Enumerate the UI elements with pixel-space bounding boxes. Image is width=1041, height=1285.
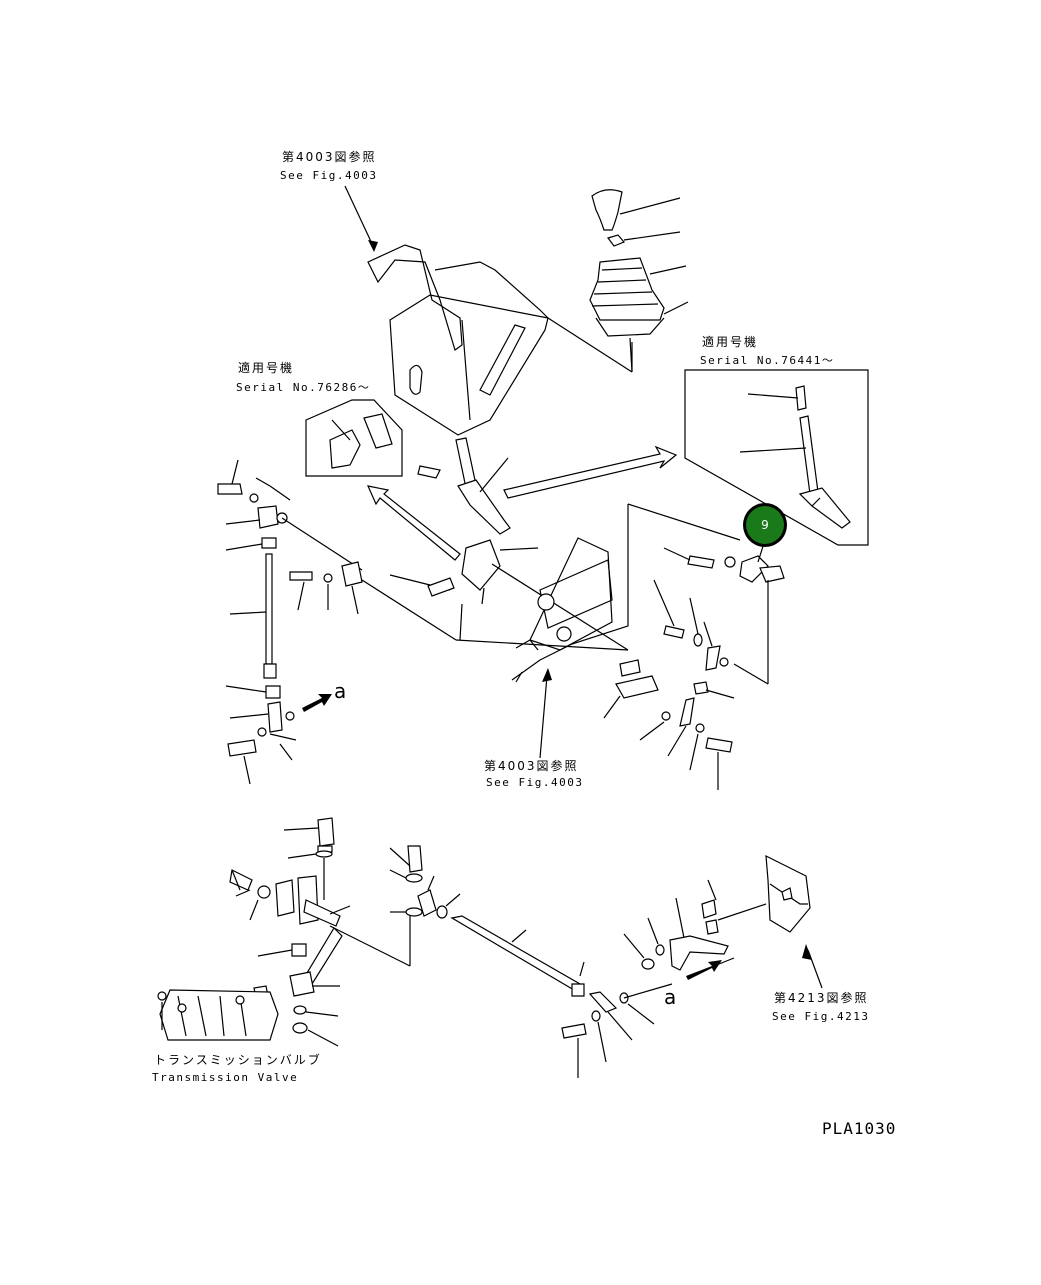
center-bracket [511,503,741,699]
lower-linkage [157,817,811,1078]
serial-right-en: Serial No.76441～ [700,354,834,367]
ref-right-jp: 第4213図参照 [774,990,869,1005]
ref-top-jp: 第4003図参照 [282,149,377,164]
serial-left-box [305,399,403,477]
valve-label-jp: トランスミッションバルブ [154,1052,322,1067]
ref-right-en: See Fig.4213 [772,1010,869,1023]
arrow-a-lower-tail [713,957,735,967]
ref-mid-en: See Fig.4003 [486,776,583,789]
serial-left-en: Serial No.76286～ [236,381,370,394]
ref-top-en: See Fig.4003 [280,169,377,182]
valve-label-en: Transmission Valve [152,1071,298,1084]
ref-mid-jp: 第4003図参照 [484,758,579,773]
ref-mid-leader [539,675,548,759]
ref-top-leader [344,185,375,249]
serial-left-jp: 適用号機 [238,360,294,375]
ref-right-leader [807,949,823,989]
arrow-to-serial-right [503,445,678,499]
figure-code: PLA1030 [822,1119,896,1138]
ref-top-arrowhead [368,240,378,252]
serial-right-box [684,369,869,546]
lever-console [367,244,633,436]
arrow-a-upper-label: a [334,679,346,703]
arrow-a-lower-head [686,960,722,980]
knob-boot-assembly [589,189,689,373]
lever-shaft [389,437,629,651]
serial-right-jp: 適用号機 [702,334,758,349]
ref-mid-arrowhead [542,668,552,682]
ref-right-arrowhead [802,944,812,960]
callout-9-number: 9 [761,518,769,532]
arrow-a-lower-label: a [664,985,676,1009]
callout-9-badge[interactable] [746,506,784,544]
right-linkage [603,547,785,790]
arrow-a-upper-head [302,694,332,712]
arrow-to-serial-left [366,485,461,561]
left-linkage [217,459,629,785]
